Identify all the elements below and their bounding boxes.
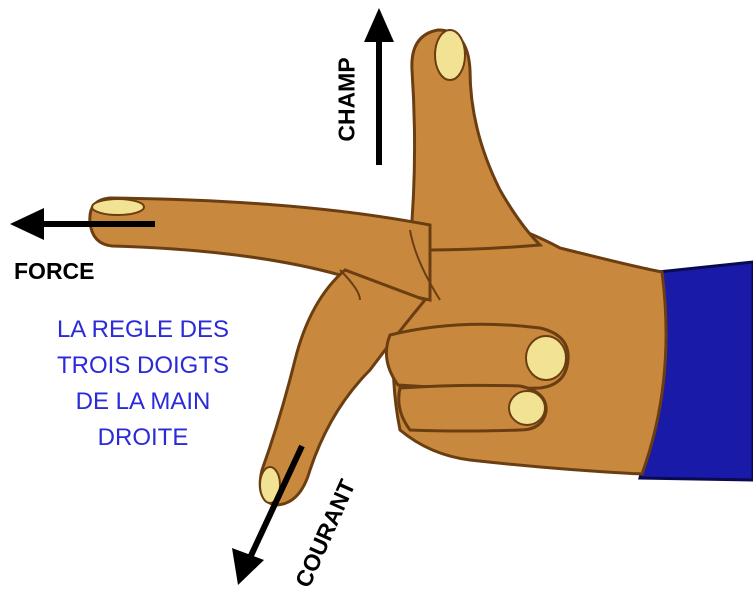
thumb-nail	[435, 30, 465, 80]
little-nail	[509, 391, 545, 425]
title-line: DE LA MAIN	[18, 384, 268, 420]
index-nail	[92, 199, 144, 215]
arrow-up-icon	[364, 8, 394, 165]
champ-label: CHAMP	[334, 57, 361, 141]
title-line: TROIS DOIGTS	[18, 348, 268, 384]
title-line: LA REGLE DES	[18, 312, 268, 348]
thumb	[410, 30, 540, 250]
force-label: FORCE	[14, 258, 95, 285]
ring-nail	[526, 336, 566, 380]
diagram-title: LA REGLE DES TROIS DOIGTS DE LA MAIN DRO…	[18, 312, 268, 456]
title-line: DROITE	[18, 420, 268, 456]
